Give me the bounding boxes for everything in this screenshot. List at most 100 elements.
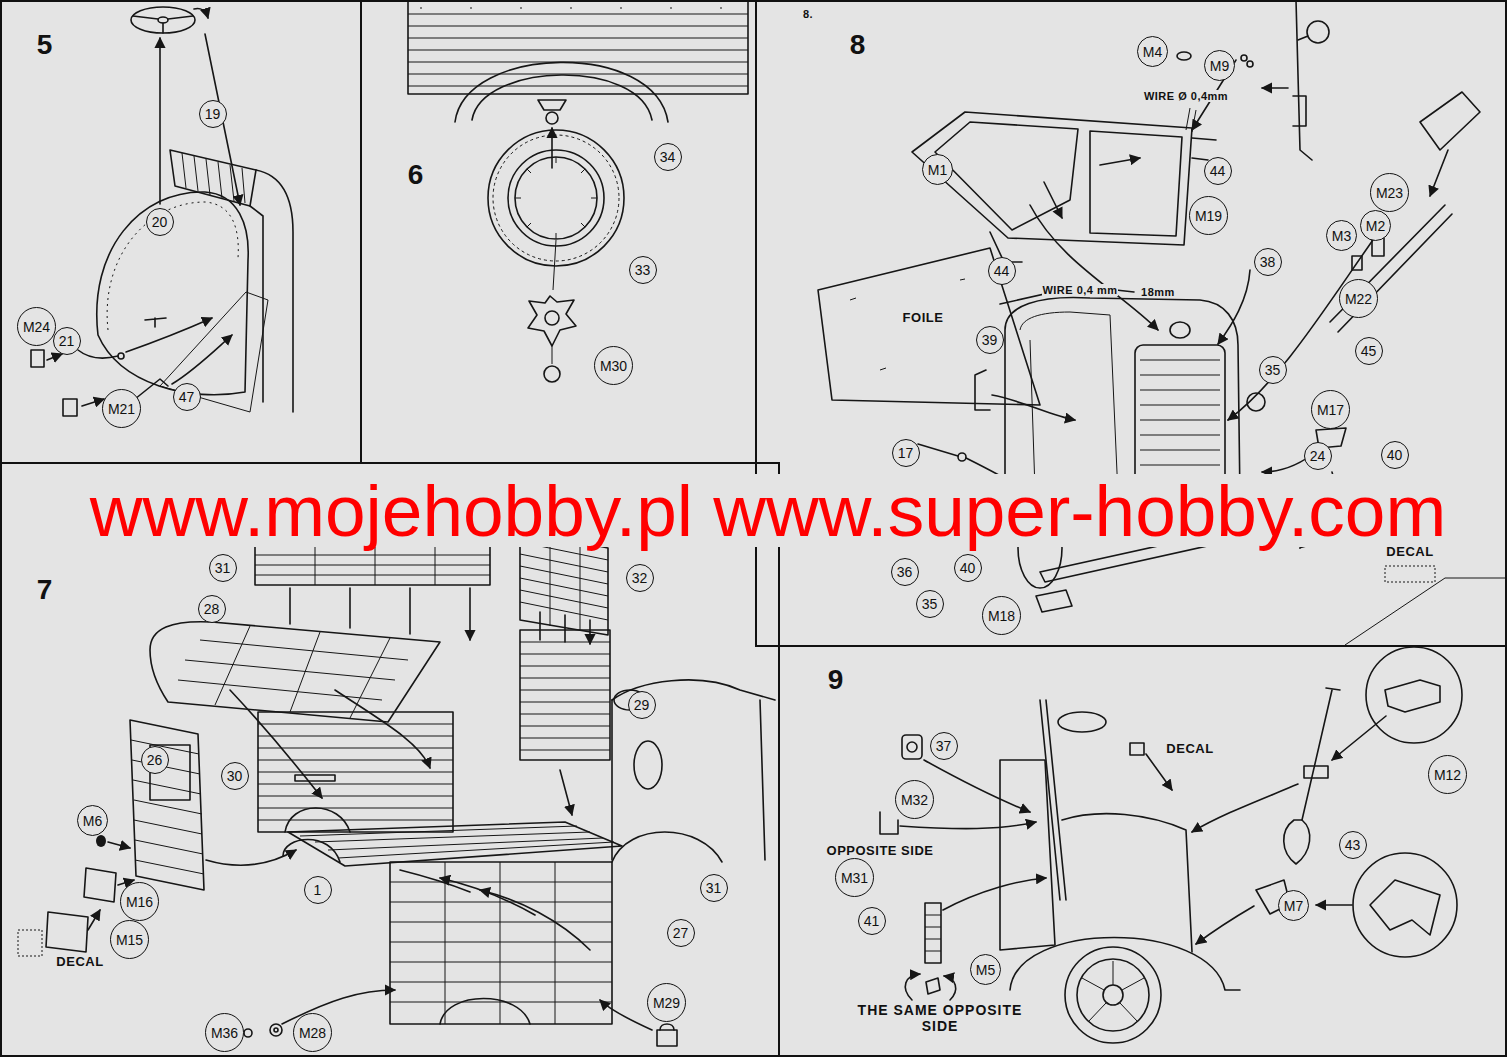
drawing-path xyxy=(107,202,238,330)
callout-number: 34 xyxy=(660,150,676,164)
callout-number: 29 xyxy=(634,698,650,712)
drawing-path xyxy=(1332,716,1386,760)
drawing-path xyxy=(455,62,668,122)
drawing-circle xyxy=(274,1028,278,1032)
drawing-path xyxy=(108,842,130,848)
step7-drawing xyxy=(18,530,775,1046)
drawing-path xyxy=(135,379,168,399)
callout-circle: M1 xyxy=(922,154,953,185)
callout-number: 19 xyxy=(205,107,221,121)
drawing-path xyxy=(1030,205,1158,330)
drawing-rect xyxy=(657,1030,677,1046)
callout-circle: 43 xyxy=(1339,831,1367,859)
drawing-ellipse xyxy=(1058,712,1106,732)
step-number: 7 xyxy=(37,576,53,604)
callout-circle: 31 xyxy=(700,874,728,902)
drawing-path xyxy=(78,350,118,358)
step6-drawing xyxy=(408,0,748,382)
drawing-path xyxy=(1430,150,1448,196)
drawing-path xyxy=(925,915,941,951)
drawing-polygon xyxy=(288,822,622,866)
callout-number: 41 xyxy=(864,914,880,928)
callout-circle: M32 xyxy=(895,780,934,819)
callout-number: M3 xyxy=(1332,229,1351,243)
drawing-path xyxy=(992,395,1075,420)
drawing-rect xyxy=(295,775,335,781)
drawing-rect xyxy=(1385,566,1435,582)
drawing-path xyxy=(1192,138,1216,160)
callout-number: M9 xyxy=(1210,59,1229,73)
callout-circle: 47 xyxy=(173,383,201,411)
drawing-path xyxy=(1284,820,1310,864)
callout-circle: M16 xyxy=(120,882,159,921)
callout-circle: 19 xyxy=(199,100,227,128)
drawing-path xyxy=(553,240,556,290)
callout-number: M30 xyxy=(600,359,627,373)
step8-drawing xyxy=(818,0,1507,645)
drawing-ellipse xyxy=(96,835,106,847)
callout-number: 20 xyxy=(152,215,168,229)
callout-number: 39 xyxy=(982,333,998,347)
drawing-circle xyxy=(546,112,558,124)
callout-number: 40 xyxy=(960,561,976,575)
callout-number: M12 xyxy=(1434,768,1461,782)
callout-number: M4 xyxy=(1143,45,1162,59)
drawing-path xyxy=(520,642,610,750)
decal-label: DECAL xyxy=(1386,545,1433,560)
drawing-path xyxy=(255,545,490,585)
note-label: THE SAME OPPOSITE SIDE xyxy=(845,1002,1035,1034)
drawing-path xyxy=(206,850,296,865)
drawing-path xyxy=(1228,230,1380,420)
step-panel: 7312832292630M61M163127M15M29M36M28 xyxy=(0,462,780,1057)
drawing-circle xyxy=(1065,947,1161,1043)
step-number: 6 xyxy=(408,161,424,189)
drawing-path xyxy=(159,38,161,204)
callout-number: 32 xyxy=(632,571,648,585)
drawing-path xyxy=(1192,784,1298,832)
drawing-rect xyxy=(18,930,42,956)
drawing-path xyxy=(290,588,470,640)
callout-circle: 27 xyxy=(667,919,695,947)
drawing-rect xyxy=(1135,345,1225,495)
drawing-path xyxy=(612,832,722,862)
callout-circle: 35 xyxy=(916,590,944,618)
callout-circle: M23 xyxy=(1370,173,1409,212)
drawing-path xyxy=(1196,906,1254,944)
drawing-rect xyxy=(1304,766,1328,778)
drawing-circle xyxy=(544,366,560,382)
drawing-path xyxy=(178,626,408,718)
callout-circle: 29 xyxy=(628,691,656,719)
callout-circle: M30 xyxy=(594,346,633,385)
drawing-path xyxy=(935,122,1078,230)
drawing-ellipse xyxy=(1170,322,1190,338)
callout-number: 40 xyxy=(1387,448,1403,462)
drawing-circle xyxy=(244,1029,252,1037)
drawing-path xyxy=(944,976,956,1000)
callout-number: 45 xyxy=(1361,344,1377,358)
callout-number: M36 xyxy=(211,1026,238,1040)
drawing-circle xyxy=(958,453,966,461)
drawing-path xyxy=(943,878,1046,910)
callout-number: 17 xyxy=(898,446,914,460)
drawing-path xyxy=(918,444,958,456)
callout-circle: M9 xyxy=(1204,50,1235,81)
step-number: 9 xyxy=(828,666,844,694)
drawing-path xyxy=(440,999,530,1025)
drawing-path xyxy=(560,770,572,815)
drawing-path xyxy=(160,292,268,412)
callout-number: 47 xyxy=(179,390,195,404)
callout-number: M2 xyxy=(1366,219,1385,233)
drawing-path xyxy=(1298,36,1308,40)
note-label: OPPOSITE SIDE xyxy=(827,844,934,859)
drawing-path xyxy=(660,1024,674,1030)
callout-number: 30 xyxy=(227,769,243,783)
callout-circle: M4 xyxy=(1137,36,1168,67)
callout-circle: 41 xyxy=(858,907,886,935)
step-number: 5 xyxy=(37,31,53,59)
callout-circle: M17 xyxy=(1311,390,1350,429)
dimension-label: 18mm xyxy=(1141,286,1175,299)
drawing-ellipse xyxy=(634,741,662,789)
callout-circle: M21 xyxy=(102,389,141,428)
drawing-path xyxy=(905,974,920,1000)
callout-circle: M22 xyxy=(1339,279,1378,318)
